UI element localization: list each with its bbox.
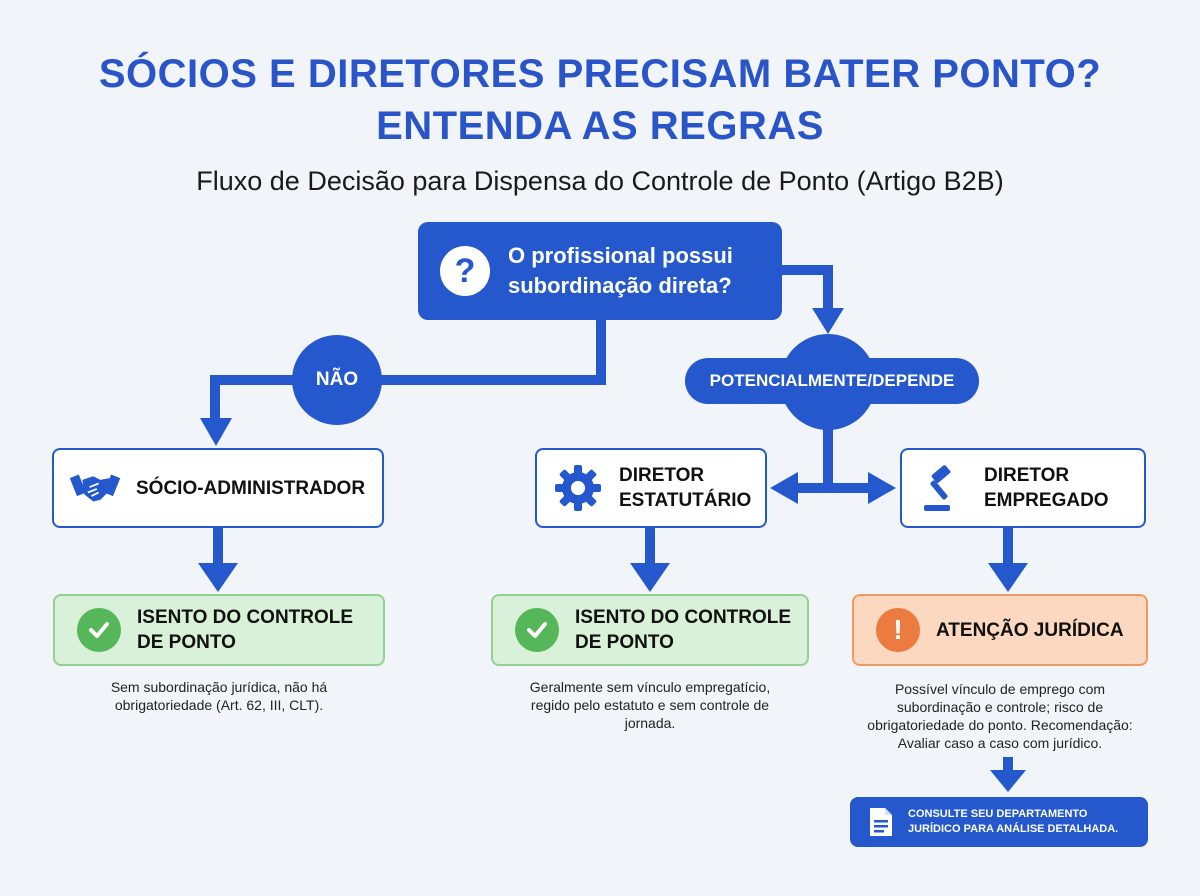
result-label: ISENTO DO CONTROLE DE PONTO bbox=[137, 607, 354, 653]
connector-question-to-nao bbox=[210, 320, 606, 420]
page-subtitle: Fluxo de Decisão para Dispensa do Contro… bbox=[196, 166, 1004, 196]
note-empregado: Possível vínculo de emprego com subordin… bbox=[867, 681, 1133, 751]
role-label: DIRETOR ESTATUTÁRIO bbox=[619, 465, 752, 511]
note-estatutario: Geralmente sem vínculo empregatício, reg… bbox=[529, 679, 771, 731]
gavel-icon bbox=[924, 465, 951, 511]
warning-icon: ! bbox=[876, 608, 920, 652]
check-icon bbox=[77, 608, 121, 652]
consult-text: CONSULTE SEU DEPARTAMENTO JURÍDICO PARA … bbox=[908, 808, 1119, 835]
note-socio: Sem subordinação jurídica, não há obriga… bbox=[110, 679, 328, 713]
arrowhead-estatutario-left bbox=[770, 472, 798, 504]
arrowhead-empregado-right bbox=[868, 472, 896, 504]
result-isento-estatutario: ISENTO DO CONTROLE DE PONTO bbox=[491, 594, 809, 666]
connector-question-to-depende bbox=[782, 265, 833, 310]
question-node: ? O profissional possui subordinação dir… bbox=[418, 222, 782, 320]
arrowhead-empregado-result bbox=[988, 563, 1028, 592]
page-title: SÓCIOS E DIRETORES PRECISAM BATER PONTO?… bbox=[0, 48, 1200, 152]
gear-icon bbox=[555, 465, 601, 511]
result-label: ATENÇÃO JURÍDICA bbox=[936, 619, 1124, 641]
document-icon bbox=[870, 808, 892, 836]
result-label: ISENTO DO CONTROLE DE PONTO bbox=[575, 607, 792, 653]
branch-depende: POTENCIALMENTE/DEPENDE bbox=[685, 358, 979, 404]
role-diretor-estatutario: DIRETOR ESTATUTÁRIO bbox=[535, 448, 767, 528]
arrowhead-socio-result bbox=[198, 563, 238, 592]
question-text: O profissional possui subordinação diret… bbox=[508, 243, 733, 298]
result-isento-socio: ISENTO DO CONTROLE DE PONTO bbox=[53, 594, 385, 666]
role-label: DIRETOR EMPREGADO bbox=[984, 465, 1109, 511]
check-icon bbox=[515, 608, 559, 652]
arrowhead-depende bbox=[812, 308, 844, 334]
title-line-1: SÓCIOS E DIRETORES PRECISAM BATER PONTO? bbox=[98, 52, 1102, 96]
consult-legal-box: CONSULTE SEU DEPARTAMENTO JURÍDICO PARA … bbox=[850, 797, 1148, 847]
role-diretor-empregado: DIRETOR EMPREGADO bbox=[900, 448, 1146, 528]
role-socio-administrador: SÓCIO-ADMINISTRADOR bbox=[52, 448, 384, 528]
question-mark-icon: ? bbox=[440, 246, 490, 296]
arrowhead-socio bbox=[200, 418, 232, 446]
role-label: SÓCIO-ADMINISTRADOR bbox=[136, 477, 366, 499]
arrowhead-consult bbox=[990, 770, 1026, 792]
title-line-2: ENTENDA AS REGRAS bbox=[376, 104, 824, 148]
branch-nao: NÃO bbox=[292, 335, 382, 425]
result-atencao-juridica: ! ATENÇÃO JURÍDICA bbox=[852, 594, 1148, 666]
arrowhead-estatutario-result bbox=[630, 563, 670, 592]
handshake-icon bbox=[69, 474, 121, 502]
